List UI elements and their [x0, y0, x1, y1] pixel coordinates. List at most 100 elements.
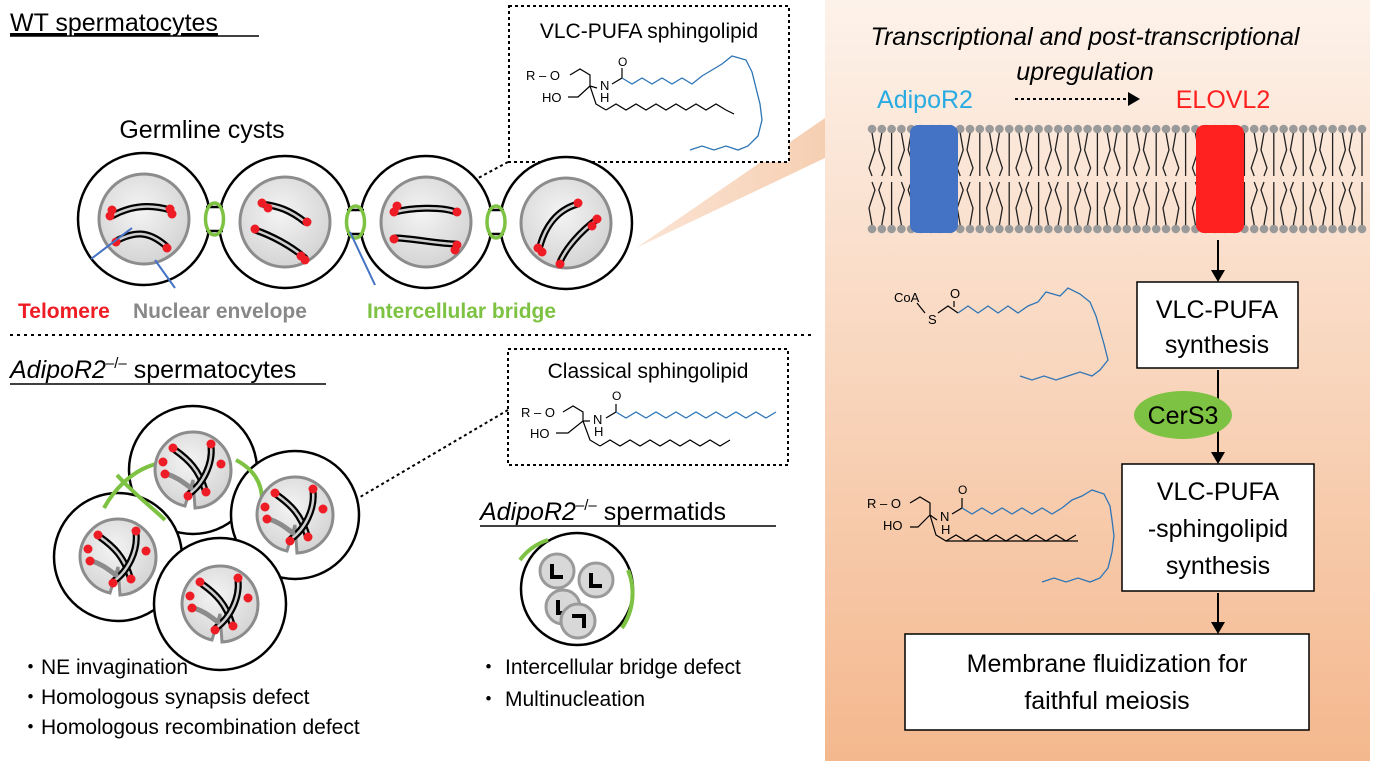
lipid-tail: [966, 181, 974, 226]
telomere: [167, 209, 177, 219]
broken-bridge-fragment: [115, 473, 167, 522]
zoom-line-ko: [354, 409, 509, 501]
elovl2-protein: [1196, 125, 1244, 233]
lipid-head: [975, 224, 985, 234]
lipid-tail: [897, 181, 906, 226]
lipid-head: [1357, 124, 1367, 134]
lipid-head: [1357, 224, 1367, 234]
mechanism-panel: Transcriptional and post-transcriptional…: [636, 0, 1370, 761]
chromosome-core: [173, 448, 207, 492]
amide-o-label: O: [958, 483, 967, 497]
bridge-fill: [488, 210, 504, 234]
bridge-pointer: [349, 231, 376, 286]
unpaired-chromosome: [89, 558, 119, 578]
defect-text: Intercellular bridge defect: [505, 656, 741, 679]
telomere: [131, 526, 141, 536]
wt-panel: WT spermatocytes Germline cysts VLC-PUFA…: [10, 5, 790, 323]
carbonyl-o-label: O: [950, 286, 960, 301]
telomere: [185, 591, 195, 601]
lipid-tail: [1054, 181, 1062, 226]
ko-title: AdipoR2–/– spermatocytes: [8, 355, 296, 384]
lipid-tail: [1142, 181, 1151, 226]
wt-title: WT spermatocytes: [10, 9, 218, 37]
telomere: [303, 532, 313, 542]
telomere: [126, 574, 136, 584]
telomere: [308, 484, 318, 494]
telomere: [260, 502, 270, 512]
lipid-tail: [1289, 132, 1298, 177]
arrowhead-3: [1211, 622, 1225, 634]
chromosome-core: [187, 444, 213, 496]
lipid-head: [1142, 224, 1151, 234]
r-o-label: R – O: [867, 496, 901, 511]
vlc-pufa-sphingolipid-molecule: R – O N H HO O: [867, 483, 1115, 583]
telomere: [107, 205, 117, 215]
lipid-head: [1063, 224, 1073, 234]
lipid-head: [1308, 224, 1318, 234]
chromosome-core: [393, 207, 458, 214]
intercellular-bridge-ring: [203, 201, 226, 237]
lipid-head: [1308, 124, 1318, 134]
lipid-bilayer: [867, 124, 1367, 234]
lipid-tail: [868, 132, 876, 177]
lipid-tail: [995, 181, 1004, 226]
vlc-n: N: [600, 78, 609, 93]
fluidization-box: [904, 633, 1310, 731]
defect-item: ・NE invagination: [20, 656, 188, 679]
lipid-tail: [1015, 132, 1023, 177]
lipid-head: [1338, 224, 1347, 234]
lipid-head: [1053, 124, 1063, 134]
lipid-head: [1083, 124, 1092, 134]
lipid-tail: [1074, 132, 1082, 177]
lipid-tail: [1025, 181, 1033, 226]
chromosome-core: [214, 578, 240, 630]
defect-item: ・Multinucleation: [478, 688, 645, 711]
lipid-head: [995, 124, 1004, 134]
lipid-tail: [1338, 181, 1347, 226]
cl-ho: HO: [530, 426, 550, 441]
chromosome-core: [393, 236, 458, 246]
cl-o: O: [612, 389, 621, 403]
chromosome-core: [275, 493, 309, 537]
lipid-head: [1014, 224, 1024, 234]
lipid-head: [1298, 224, 1308, 234]
lipid-tail: [1338, 132, 1347, 177]
lipid-tail: [966, 132, 974, 177]
lipid-head: [1279, 124, 1288, 134]
bullet: ・: [20, 716, 41, 739]
lipid-head: [1142, 124, 1151, 134]
unpaired-chromosome: [266, 516, 296, 536]
lipid-tail: [1074, 181, 1082, 226]
lipid-head: [1279, 224, 1288, 234]
fluidization-line2: faithful meiosis: [1024, 687, 1189, 715]
lipid-tail: [868, 181, 876, 226]
bridge-fill: [206, 207, 223, 231]
lipid-head: [1044, 124, 1053, 134]
lipid-head: [1269, 124, 1279, 134]
lipid-head: [1181, 124, 1190, 134]
regulation-header-line2: upregulation: [1016, 58, 1154, 86]
lipid-tail: [1250, 132, 1258, 177]
lipid-tail: [1289, 181, 1298, 226]
telomere: [555, 259, 565, 269]
defect-text: Multinucleation: [505, 688, 645, 711]
lipid-tail: [878, 132, 886, 177]
vlc-ho: HO: [542, 90, 562, 105]
unpaired-chromosome: [164, 471, 194, 491]
lipid-tail: [1309, 181, 1317, 226]
defect-item: ・Homologous recombination defect: [20, 716, 360, 739]
lipid-head: [1102, 124, 1112, 134]
telomere: [160, 469, 170, 479]
lipid-tail: [1250, 181, 1258, 226]
telomere: [216, 459, 226, 469]
lipid-head: [1151, 124, 1161, 134]
sphingolipid-synthesis-line1: VLC-PUFA: [1157, 478, 1280, 506]
lipid-head: [1181, 224, 1190, 234]
broken-bridge-fragment: [518, 538, 549, 562]
vlc-pufa-synthesis-line2: synthesis: [1165, 331, 1269, 359]
lipid-head: [1328, 124, 1337, 134]
lipid-head: [1161, 224, 1171, 234]
lipid-head: [1083, 224, 1092, 234]
lipid-tail: [1142, 132, 1151, 177]
